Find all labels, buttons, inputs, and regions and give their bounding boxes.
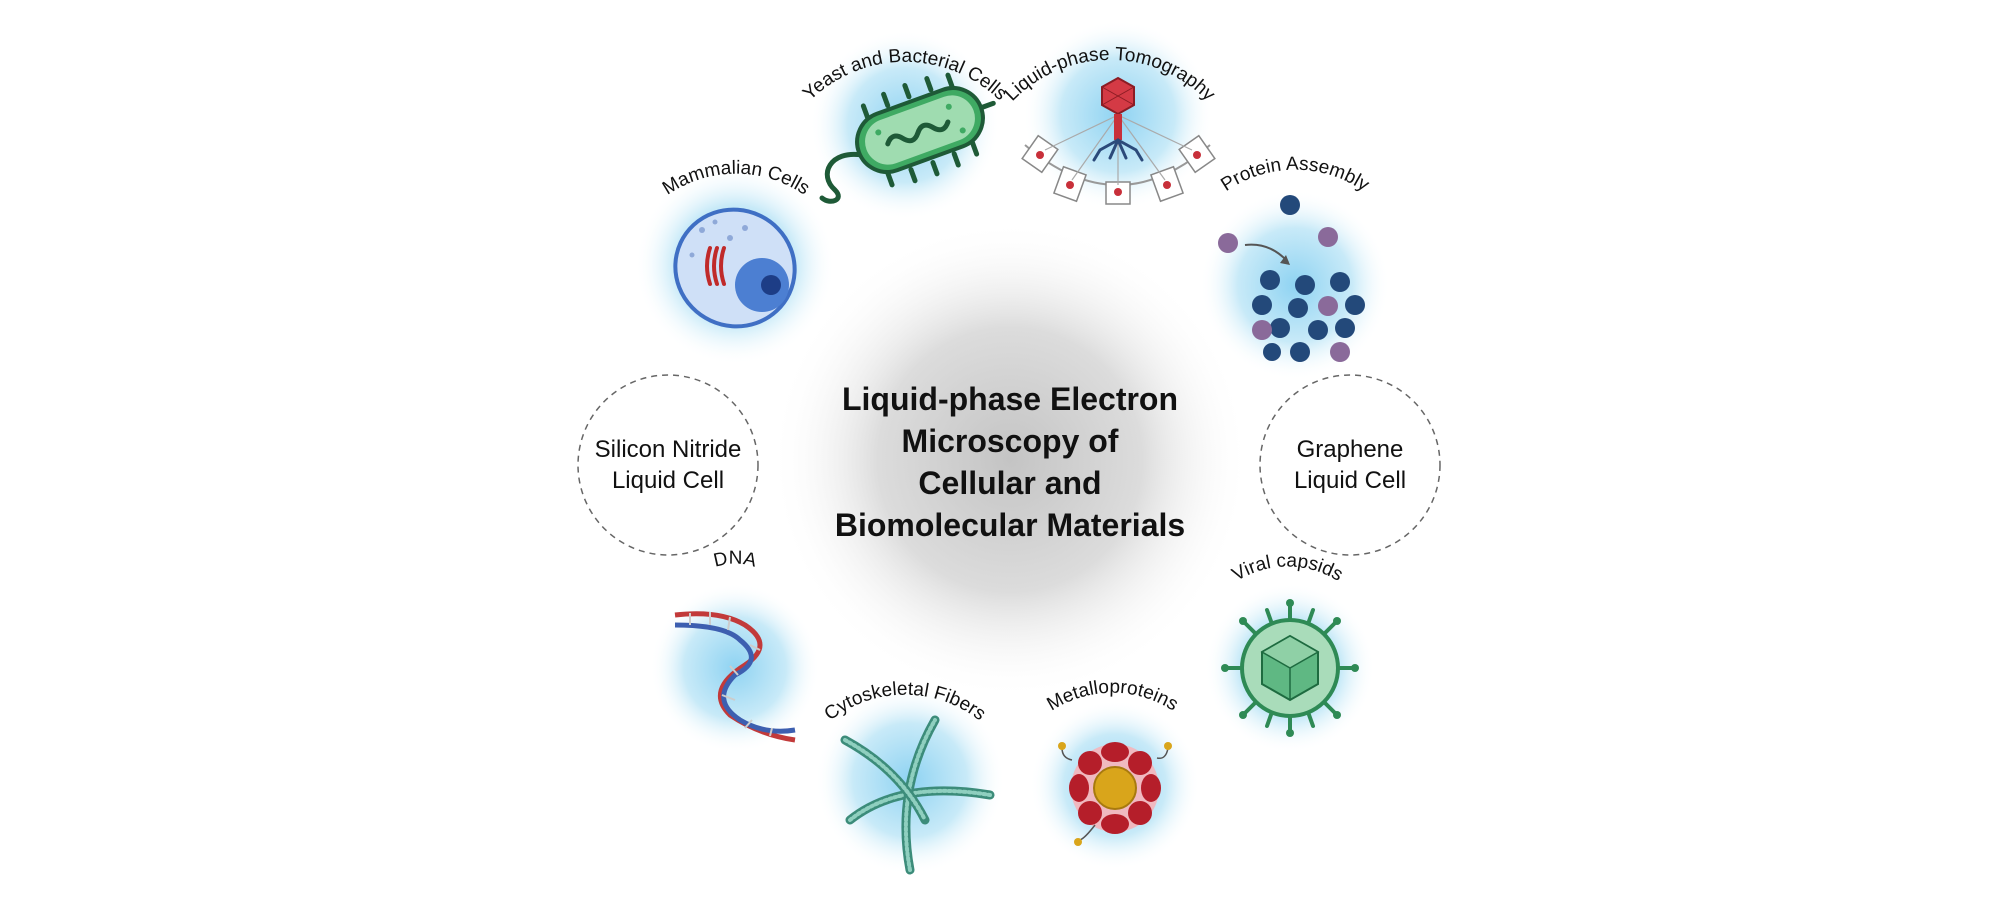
center-title: Liquid-phase Electron Microscopy of Cell… — [790, 378, 1230, 546]
glow-dna — [650, 583, 820, 753]
silicon-nitride-liquid-cell-label: Silicon Nitride Liquid Cell — [568, 434, 768, 496]
title-line-4: Biomolecular Materials — [834, 507, 1186, 543]
metalloprotein-icon — [1058, 742, 1172, 846]
dna-helix-icon — [674, 611, 796, 743]
silicon-nitride-line-1: Silicon Nitride — [594, 436, 742, 463]
title-line-1: Liquid-phase Electron — [841, 381, 1179, 417]
cytoskeletal-fibers-icon — [840, 715, 995, 875]
label-protein: Protein Assembly — [1217, 154, 1373, 196]
silicon-nitride-line-2: Liquid Cell — [611, 467, 725, 494]
center-glow — [770, 220, 1250, 700]
title-line-2: Microscopy of — [901, 423, 1119, 459]
label-dna: DNA — [712, 548, 759, 572]
graphene-line-1: Graphene — [1296, 436, 1404, 463]
viral-capsid-icon — [1221, 599, 1359, 737]
title-line-3: Cellular and — [918, 465, 1102, 501]
mammalian-cell-icon — [673, 207, 797, 329]
graphene-line-2: Liquid Cell — [1293, 467, 1407, 494]
graphene-cell-circle — [1259, 374, 1441, 556]
silicon-nitride-cell-circle — [577, 374, 759, 556]
protein-cluster-icon — [1218, 195, 1365, 362]
label-viral: Viral capsids — [1229, 550, 1347, 585]
bacterium-icon — [819, 72, 996, 204]
bacteriophage-icon — [1021, 76, 1216, 205]
graphene-liquid-cell-label: Graphene Liquid Cell — [1250, 434, 1450, 496]
